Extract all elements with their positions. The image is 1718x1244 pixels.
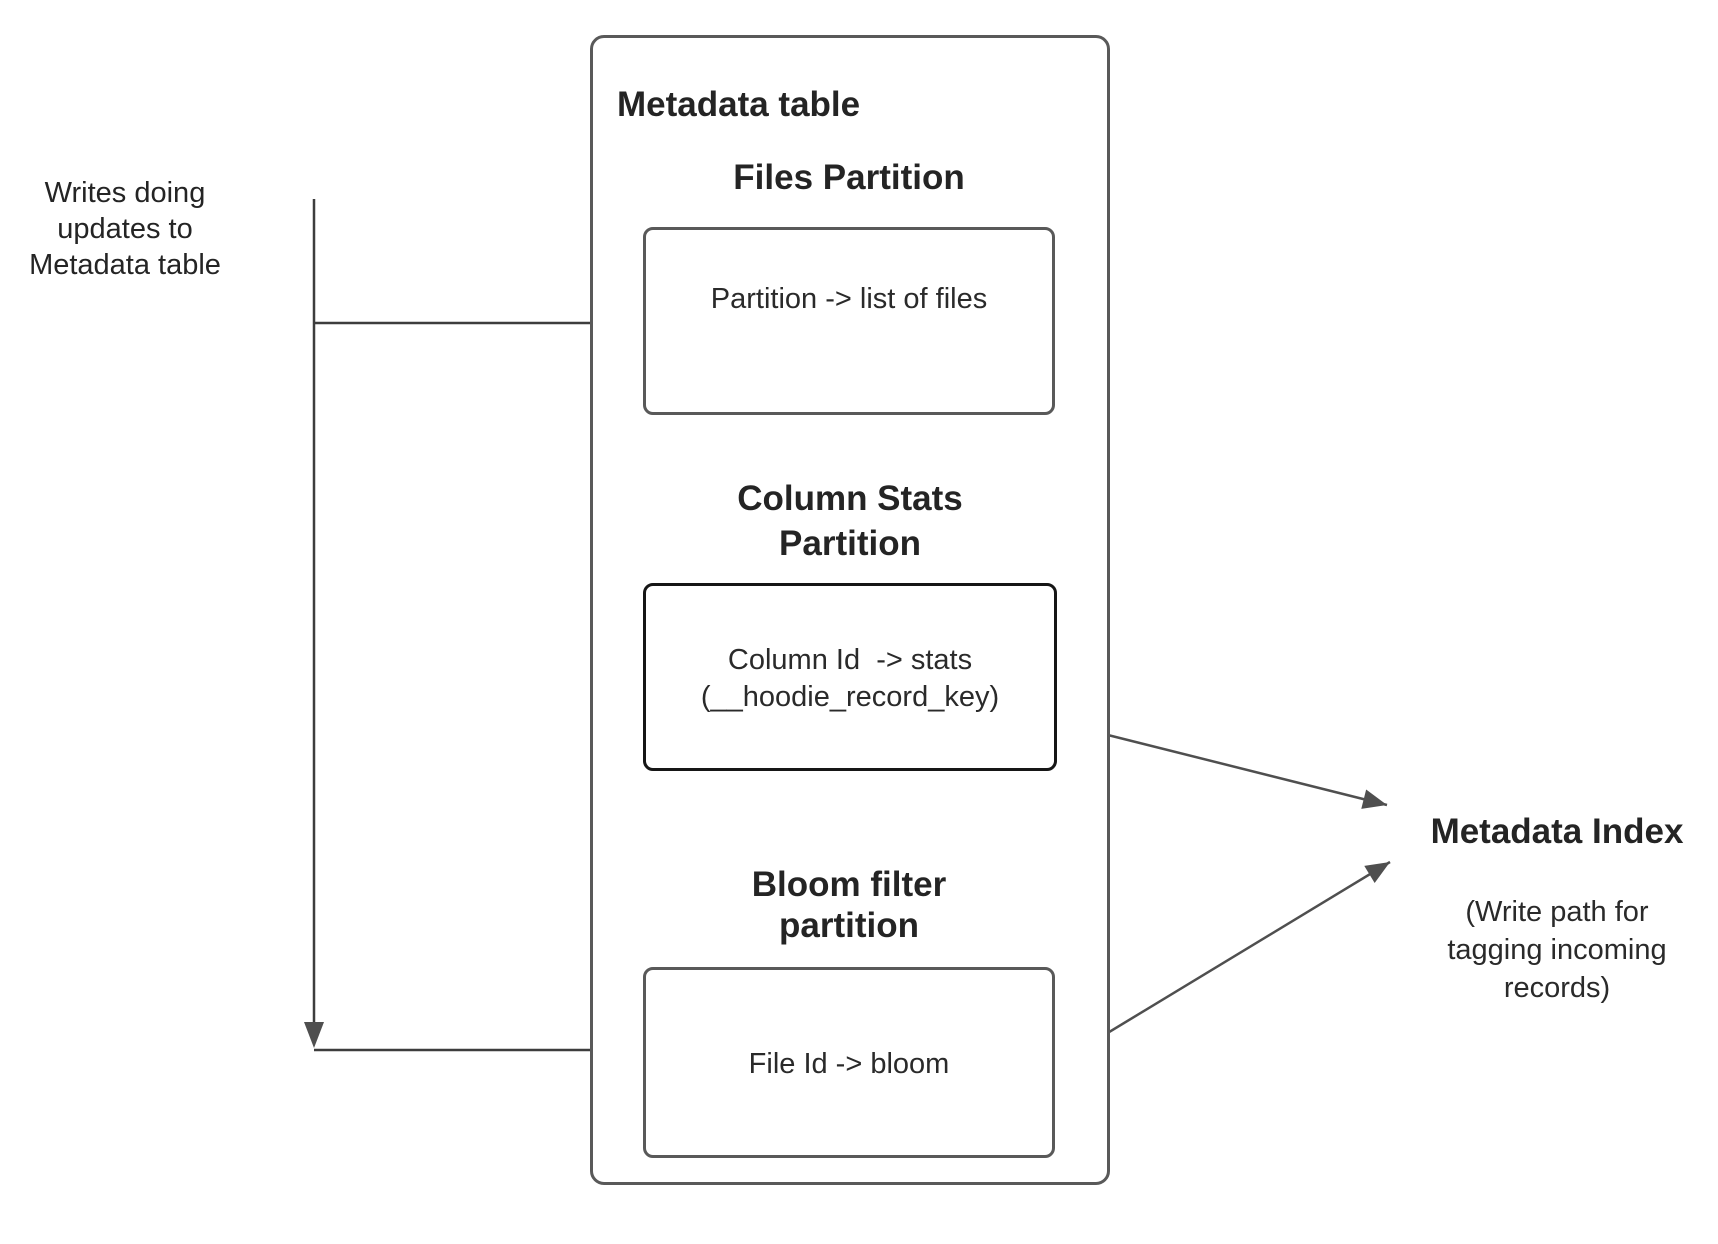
bloom-filter-box: File Id -> bloom (643, 967, 1055, 1158)
stats-to-index-arrow (1059, 721, 1388, 809)
metadata-index-subtitle: (Write path for tagging incoming records… (1377, 893, 1718, 1007)
metadata-index-title: Metadata Index (1430, 812, 1684, 851)
bloom-filter-heading-line: partition (779, 906, 919, 945)
metadata-index-subtitle-line: tagging incoming (1447, 934, 1667, 966)
bloom-filter-body: File Id -> bloom (748, 1048, 950, 1080)
files-partition-body: Partition -> list of files (710, 283, 988, 315)
writes-annotation-line: Metadata table (29, 249, 221, 281)
files-partition-box: Partition -> list of files (643, 227, 1055, 415)
metadata-index-subtitle-line: records) (1503, 972, 1611, 1004)
column-stats-body-line2: (__hoodie_record_key) (700, 681, 1000, 713)
bloom-filter-heading: Bloom filter partition (643, 864, 1055, 946)
bloom-to-index-arrow (1057, 860, 1391, 1065)
files-partition-heading: Files Partition (733, 158, 965, 197)
metadata-table-title: Metadata table (617, 85, 861, 124)
column-stats-body-line1: Column Id -> stats (727, 644, 973, 676)
column-stats-heading-line: Column Stats (737, 479, 963, 518)
column-stats-heading: Column Stats Partition (643, 476, 1057, 566)
metadata-index-subtitle-line: (Write path for (1465, 896, 1649, 928)
column-stats-box: Column Id -> stats (__hoodie_record_key) (643, 583, 1057, 771)
writes-annotation-line: Writes doing (44, 177, 206, 209)
writes-annotation: Writes doing updates to Metadata table (10, 175, 240, 283)
bloom-filter-heading-line: Bloom filter (751, 865, 947, 904)
column-stats-heading-line: Partition (779, 524, 921, 563)
writes-annotation-line: updates to (57, 213, 193, 245)
writes-down-arrowhead (304, 1022, 324, 1048)
